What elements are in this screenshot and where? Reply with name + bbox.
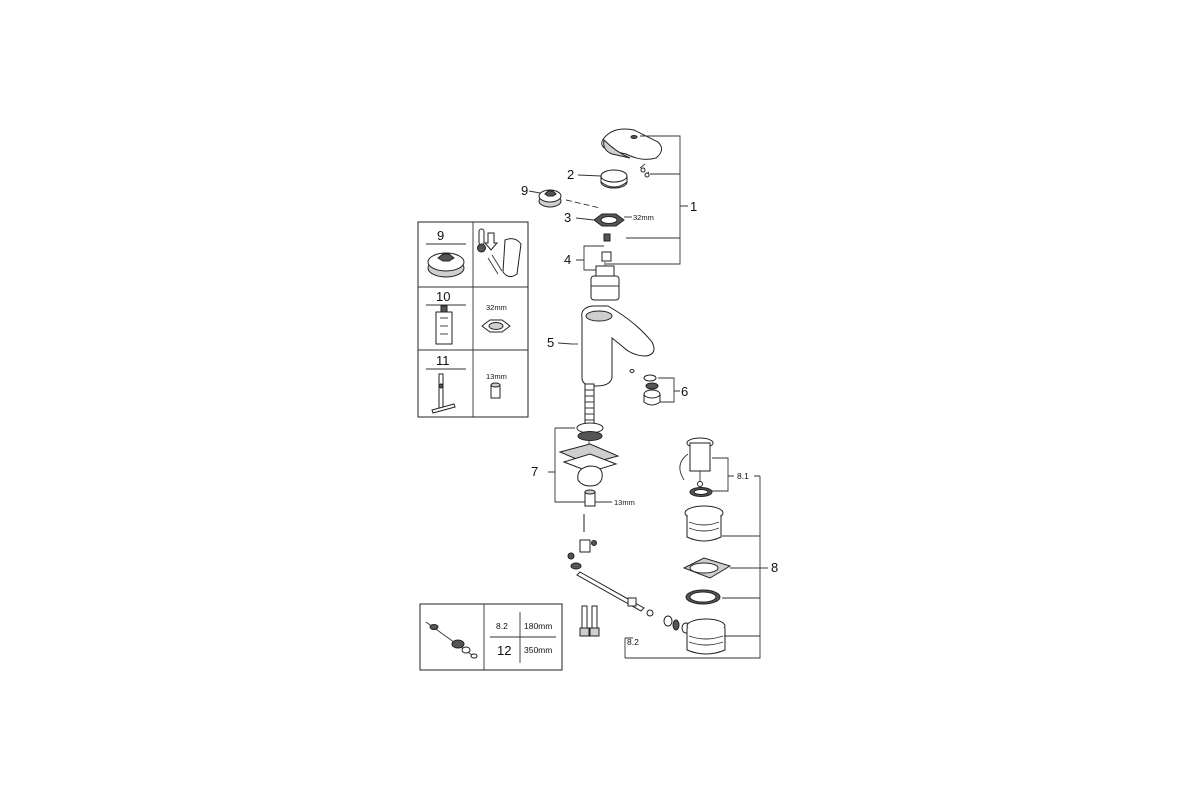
callout-1: 1: [690, 199, 697, 214]
faucet-body-part: [572, 305, 655, 387]
seal-washers-part: [663, 615, 691, 634]
cartridge-assembly-part: [590, 233, 620, 301]
mounting-set-part: [558, 422, 620, 507]
flex-hoses-part: [579, 605, 600, 637]
callout-8-1: 8.1: [737, 471, 749, 481]
hex-key-icon: [431, 373, 456, 414]
callout-size-13mm: 13mm: [614, 498, 635, 507]
waste-gasket-part: [685, 589, 721, 605]
handle-lever-part: [601, 128, 662, 160]
callout-8: 8: [771, 560, 778, 575]
aerator-part: [643, 374, 661, 406]
popup-plug-part: [679, 437, 714, 487]
sleeve-13mm-icon: [490, 382, 501, 399]
hose-length-table: 8.2 180mm 12 350mm: [419, 603, 563, 671]
hose-row-1-length: 180mm: [524, 621, 552, 631]
nut-32mm-icon: [481, 319, 511, 333]
hose-part-icon: [425, 621, 478, 659]
callout-4: 4: [564, 252, 571, 267]
waste-nut-part: [686, 618, 726, 655]
handle-lever-icon: [487, 238, 522, 278]
callout-3: 3: [564, 210, 571, 225]
hose-row-2-length: 350mm: [524, 645, 552, 655]
lift-rod-assembly-part: [567, 514, 654, 617]
nut-32mm-part: [593, 213, 625, 227]
hose-row-2-part: 12: [497, 643, 511, 658]
handle-screw-part: [639, 163, 650, 178]
accessory-number-9: 9: [437, 228, 444, 243]
callout-8-2: 8.2: [627, 637, 639, 647]
waste-body-part: [682, 505, 732, 579]
callout-9: 9: [521, 183, 528, 198]
thermometer-icon: [477, 228, 499, 253]
accessory-number-11: 11: [436, 353, 450, 368]
cartridge-part-icon: [435, 305, 453, 345]
cover-ring-part: [600, 169, 628, 189]
callout-2: 2: [567, 167, 574, 182]
hose-row-1-part: 8.2: [496, 621, 508, 631]
popup-seal-part: [689, 487, 713, 497]
callout-7: 7: [531, 464, 538, 479]
accessory-size-32mm: 32mm: [486, 303, 507, 312]
callout-6: 6: [681, 384, 688, 399]
callout-labels: 1 2 3 4 5 6 7 8 8.1 8.2 9 32mm 13mm: [521, 167, 778, 647]
callout-5: 5: [547, 335, 554, 350]
cap-part-icon: [427, 252, 465, 278]
accessory-size-13mm: 13mm: [486, 372, 507, 381]
leader-lines: [528, 135, 768, 659]
accessory-box: 9 10 32mm 1: [417, 221, 529, 418]
accessory-number-10: 10: [436, 289, 450, 304]
cap-part: [538, 189, 562, 208]
callout-size-32mm: 32mm: [633, 213, 654, 222]
